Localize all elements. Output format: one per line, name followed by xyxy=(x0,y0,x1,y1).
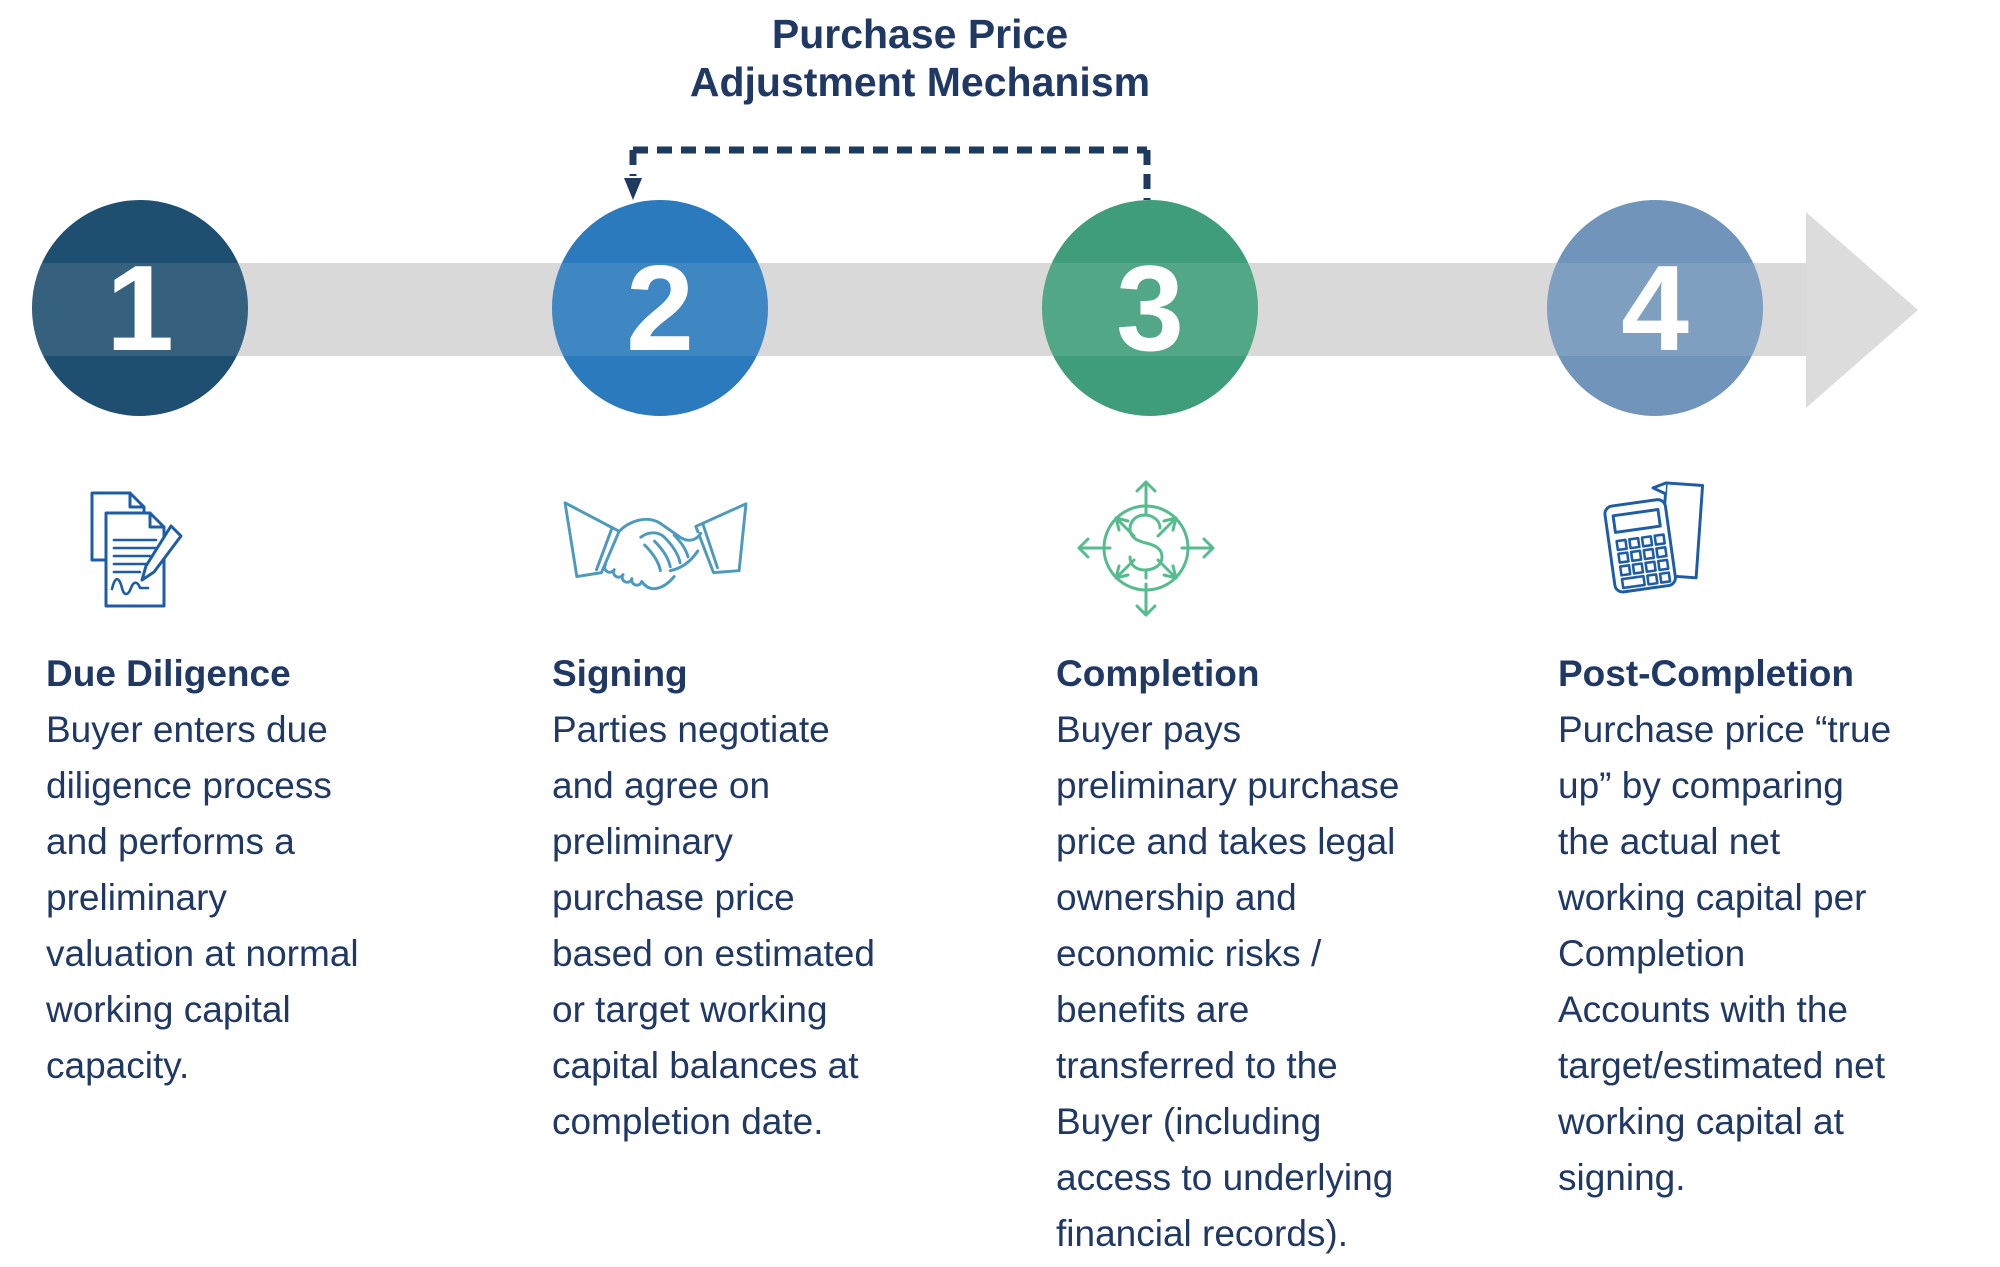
step-circle-3: 3 xyxy=(1042,200,1258,416)
description-line: Accounts with the xyxy=(1558,989,1848,1030)
step-4-text-block: Post-Completion Purchase price “true up” … xyxy=(1558,646,2000,1206)
description-line: working capital at xyxy=(1558,1101,1844,1142)
diagram-title-line2: Adjustment Mechanism xyxy=(689,59,1151,105)
step-1-heading: Due Diligence xyxy=(46,653,291,694)
description-line: Parties negotiate xyxy=(552,709,830,750)
timeline-band xyxy=(120,263,1806,356)
description-line: diligence process xyxy=(46,765,332,806)
description-line: and agree on xyxy=(552,765,771,806)
step-1-text-block: Due Diligence Buyer enters due diligence … xyxy=(46,646,526,1094)
description-line: preliminary xyxy=(552,821,733,862)
description-line: target/estimated net xyxy=(1558,1045,1886,1086)
description-line: ownership and xyxy=(1056,877,1297,918)
signed-documents-icon xyxy=(90,491,183,608)
step-3-description: Buyer pays preliminary purchase price and … xyxy=(1056,702,1536,1262)
description-line: Buyer pays xyxy=(1056,709,1242,750)
down-arrowhead-icon xyxy=(624,178,642,200)
description-line: signing. xyxy=(1558,1157,1686,1198)
step-number-4: 4 xyxy=(1621,240,1689,376)
description-line: working capital xyxy=(46,989,291,1030)
calculator-document-icon xyxy=(1603,481,1705,594)
step-2-heading: Signing xyxy=(552,653,688,694)
step-4-heading: Post-Completion xyxy=(1558,653,1854,694)
adjustment-mechanism-dashed-connector xyxy=(624,146,1151,200)
step-3-heading: Completion xyxy=(1056,653,1260,694)
description-line: completion date. xyxy=(552,1101,824,1142)
description-line: Purchase price “true xyxy=(1558,709,1892,750)
description-line: working capital per xyxy=(1558,877,1867,918)
description-line: preliminary xyxy=(46,877,227,918)
description-line: access to underlying xyxy=(1056,1157,1394,1198)
description-line: based on estimated xyxy=(552,933,875,974)
description-line: capital balances at xyxy=(552,1045,859,1086)
description-line: financial records). xyxy=(1056,1213,1349,1254)
description-line: purchase price xyxy=(552,877,795,918)
description-line: valuation at normal xyxy=(46,933,359,974)
step-number-3: 3 xyxy=(1116,240,1184,376)
description-line: benefits are xyxy=(1056,989,1250,1030)
step-circle-2: 2 xyxy=(552,200,768,416)
money-distribution-icon xyxy=(1077,480,1215,617)
step-circle-1: 1 xyxy=(32,200,248,416)
step-4-description: Purchase price “true up” by comparing the … xyxy=(1558,702,2000,1206)
step-2-description: Parties negotiate and agree on preliminary… xyxy=(552,702,1032,1150)
description-line: or target working xyxy=(552,989,828,1030)
description-line: capacity. xyxy=(46,1045,190,1086)
description-line: price and takes legal xyxy=(1056,821,1396,862)
step-circle-4: 4 xyxy=(1547,200,1763,416)
description-line: economic risks / xyxy=(1056,933,1322,974)
description-line: transferred to the xyxy=(1056,1045,1338,1086)
description-line: and performs a xyxy=(46,821,295,862)
description-line: Completion xyxy=(1558,933,1746,974)
description-line: Buyer (including xyxy=(1056,1101,1322,1142)
diagram-title-line1: Purchase Price xyxy=(771,11,1069,57)
diagram-title: Purchase Price Adjustment Mechanism xyxy=(560,10,1280,106)
step-3-text-block: Completion Buyer pays preliminary purchas… xyxy=(1056,646,1536,1262)
step-number-1: 1 xyxy=(106,240,174,376)
description-line: Buyer enters due xyxy=(46,709,328,750)
handshake-icon xyxy=(563,501,748,591)
step-1-description: Buyer enters due diligence process and per… xyxy=(46,702,526,1094)
step-number-2: 2 xyxy=(626,240,694,376)
timeline-arrowhead xyxy=(1806,212,1918,408)
description-line: the actual net xyxy=(1558,821,1781,862)
description-line: preliminary purchase xyxy=(1056,765,1400,806)
description-line: up” by comparing xyxy=(1558,765,1844,806)
step-2-text-block: Signing Parties negotiate and agree on pre… xyxy=(552,646,1032,1150)
